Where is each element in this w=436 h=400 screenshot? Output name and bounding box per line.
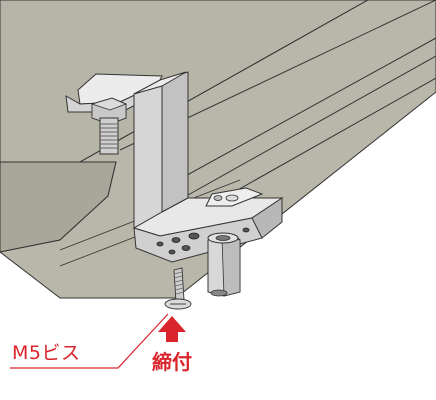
standoff-hole xyxy=(215,235,231,241)
standoff-bottom-hole xyxy=(210,289,228,297)
bolt-threads xyxy=(100,123,118,149)
screw-leader-line xyxy=(10,313,169,369)
m5-screw xyxy=(164,267,192,310)
bracket-base-side xyxy=(251,197,283,239)
bracket-vertical-top xyxy=(133,71,187,95)
small-screw-head xyxy=(225,194,239,202)
screw-label: M5ビス xyxy=(12,342,81,364)
base-holes xyxy=(156,227,250,255)
roof-seam-area xyxy=(0,0,436,299)
seam-line-2 xyxy=(159,37,436,191)
seam-line-3 xyxy=(171,55,436,205)
hex-standoff-face xyxy=(221,237,241,297)
up-arrow-icon xyxy=(158,316,186,342)
bracket-vertical-side xyxy=(161,71,189,213)
bracket-vertical-front xyxy=(133,79,163,229)
screw-head-top xyxy=(213,195,223,201)
tighten-label: 締付 xyxy=(152,350,192,374)
